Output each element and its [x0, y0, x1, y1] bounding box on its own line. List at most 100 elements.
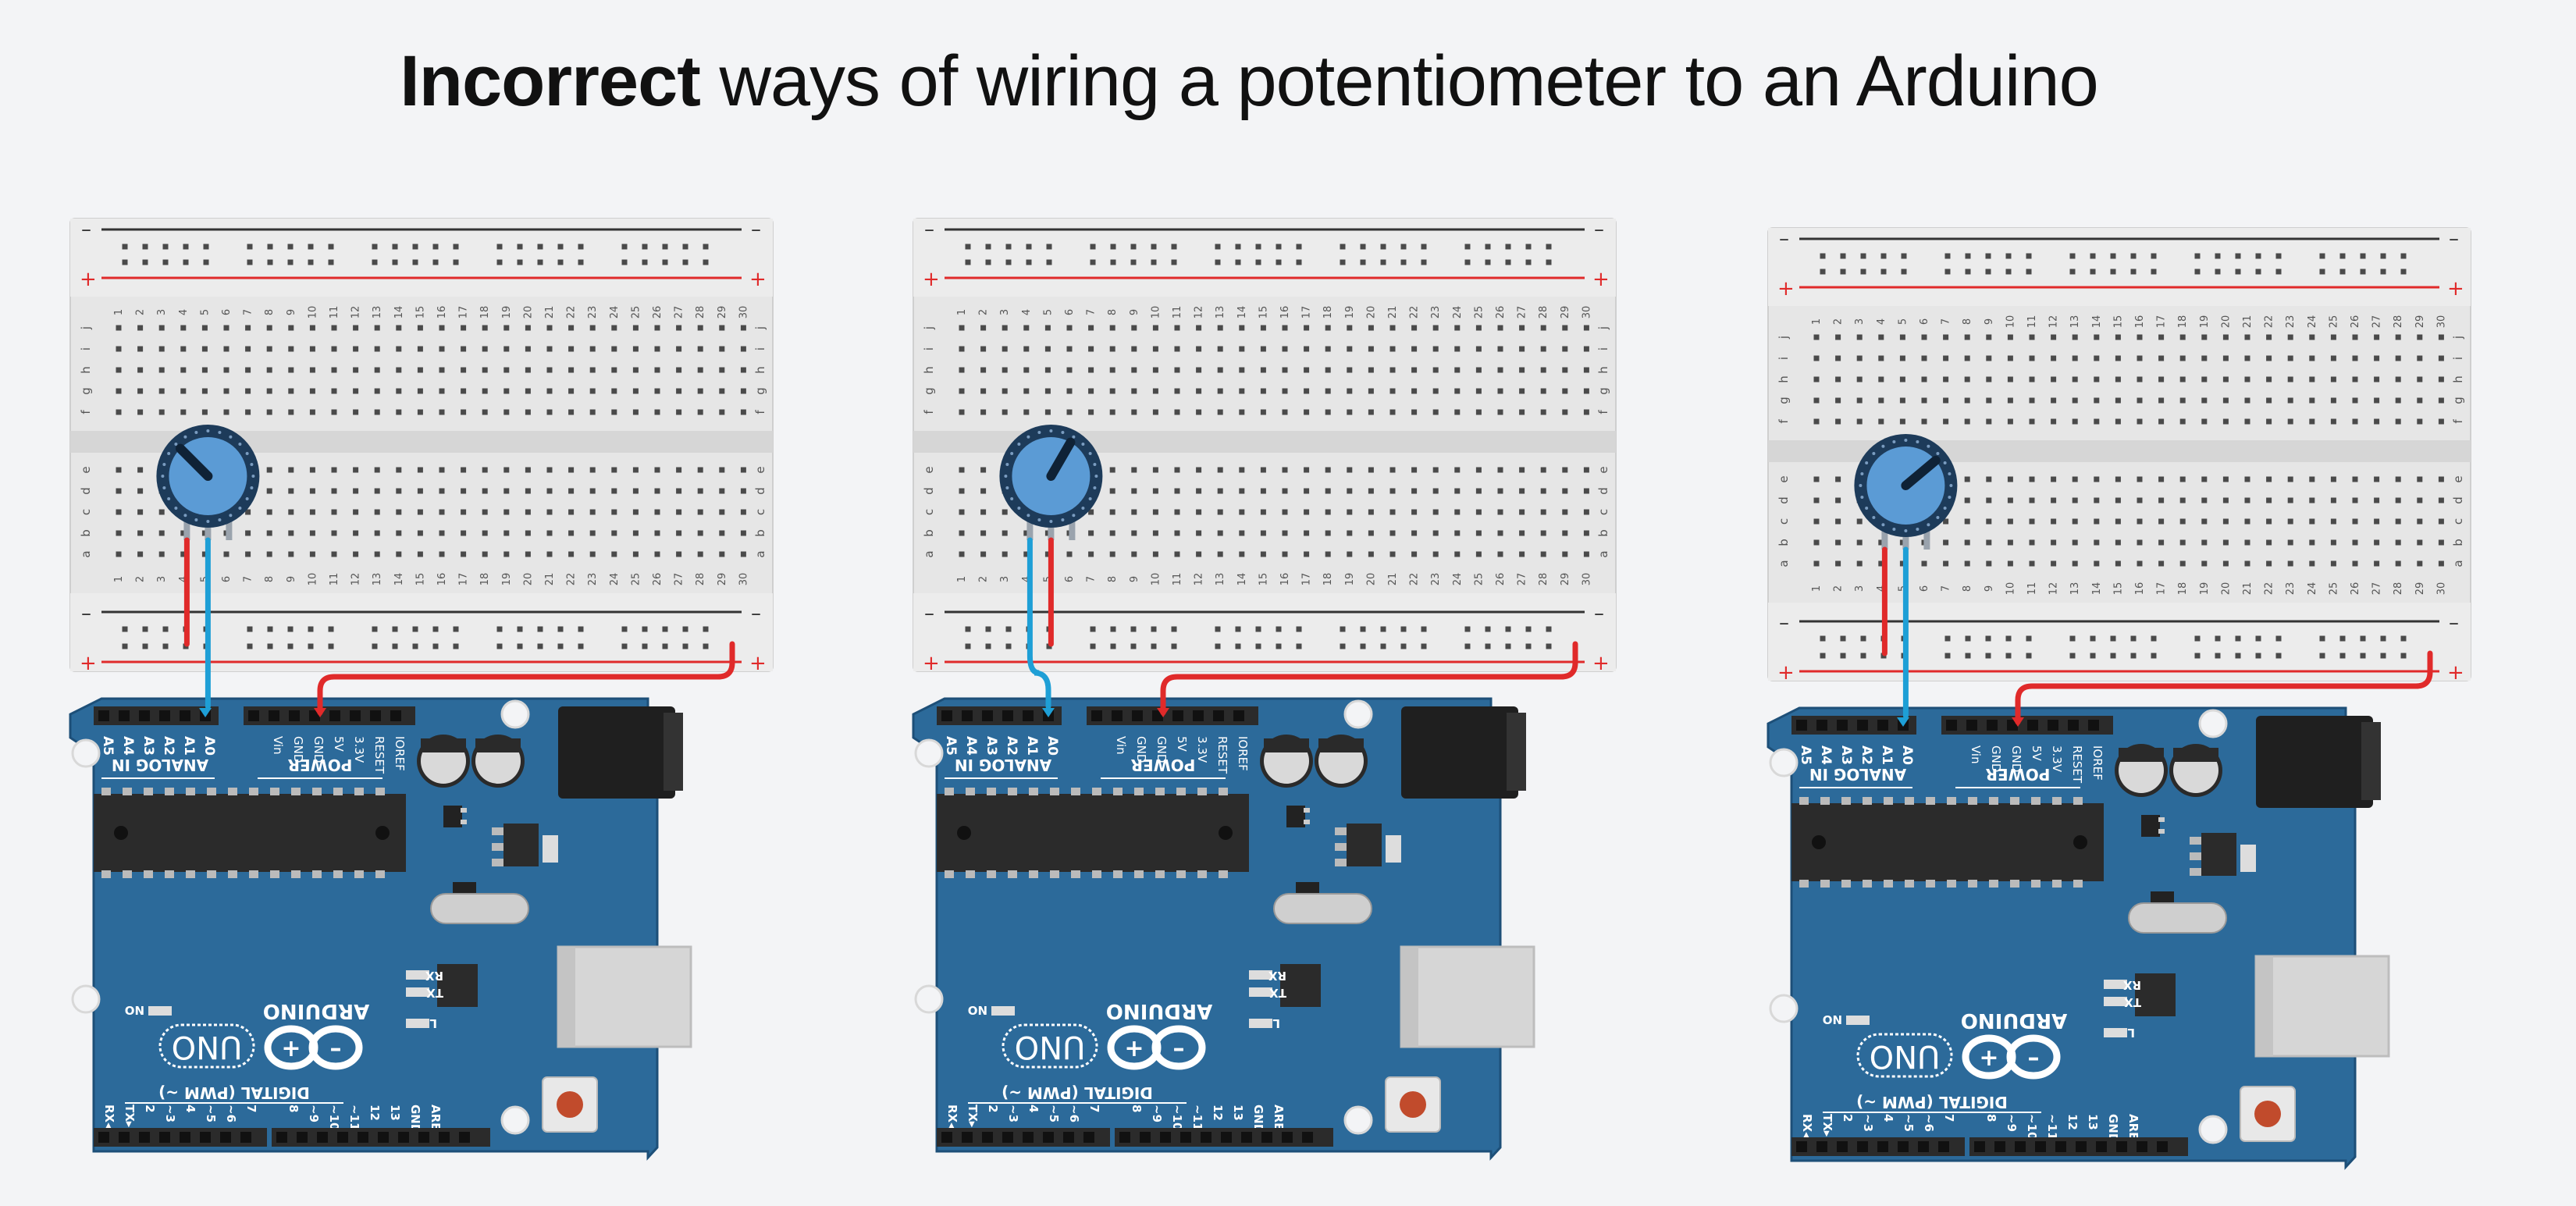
- terminal-hole: [547, 531, 553, 536]
- rail-hole: [123, 644, 128, 649]
- terminal-hole: [1433, 410, 1439, 415]
- terminal-hole: [418, 489, 423, 494]
- terminal-hole: [1857, 540, 1863, 546]
- terminal-hole: [1986, 519, 1991, 525]
- terminal-hole: [245, 531, 251, 536]
- terminal-hole: [1390, 368, 1396, 373]
- terminal-hole: [1943, 398, 1948, 404]
- column-number: 19: [1344, 306, 1356, 319]
- terminal-hole: [525, 368, 531, 373]
- column-number: 7: [243, 309, 254, 315]
- chip-pin: [2031, 880, 2041, 888]
- terminal-hole: [1283, 368, 1288, 373]
- column-number: 24: [609, 306, 621, 319]
- analog-pin-label: A1: [181, 736, 197, 756]
- column-number: 19: [2199, 315, 2211, 329]
- column-number: 16: [1279, 573, 1291, 586]
- analog-pin-label: A2: [1004, 736, 1019, 756]
- chip-pin: [1092, 788, 1101, 795]
- terminal-hole: [2417, 398, 2422, 404]
- rail-hole: [268, 644, 273, 649]
- terminal-hole: [1110, 531, 1115, 536]
- terminal-hole: [1153, 489, 1158, 494]
- terminal-hole: [2245, 377, 2250, 382]
- analog-header-label: ANALOG IN: [112, 756, 208, 774]
- terminal-hole: [353, 510, 358, 515]
- rail-hole: [1841, 269, 1846, 275]
- terminal-hole: [2180, 477, 2186, 482]
- row-letter: j: [753, 326, 767, 330]
- terminal-hole: [1002, 510, 1008, 515]
- rail-hole: [1506, 260, 1511, 265]
- header-socket: [378, 1132, 389, 1143]
- terminal-hole: [2137, 356, 2143, 361]
- rail-hole: [308, 644, 314, 649]
- led-tx-label: TX: [2124, 995, 2141, 1009]
- terminal-hole: [719, 368, 724, 373]
- terminal-hole: [1175, 326, 1180, 331]
- terminal-hole: [2094, 519, 2099, 525]
- terminal-hole: [2288, 419, 2293, 425]
- chip-pin: [966, 788, 975, 795]
- row-letter: j: [1596, 326, 1610, 330]
- terminal-hole: [1857, 519, 1863, 525]
- terminal-hole: [1835, 540, 1841, 546]
- terminal-hole: [2288, 398, 2293, 404]
- row-letter: h: [2451, 375, 2465, 383]
- chip-pin: [1799, 880, 1809, 888]
- terminal-hole: [1088, 552, 1094, 557]
- terminal-hole: [719, 410, 724, 415]
- terminal-hole: [1239, 389, 1244, 394]
- analog-pin-label: A0: [1044, 736, 1060, 756]
- terminal-hole: [741, 347, 746, 352]
- terminal-hole: [1454, 389, 1460, 394]
- column-number: 27: [674, 573, 685, 586]
- rail-plus-label: +: [749, 652, 767, 675]
- terminal-hole: [1175, 389, 1180, 394]
- terminal-hole: [116, 410, 122, 415]
- potentiometer-tick: [1944, 461, 1947, 464]
- terminal-hole: [418, 468, 423, 473]
- rail-hole: [1546, 260, 1552, 265]
- terminal-hole: [2137, 498, 2143, 503]
- terminal-hole: [1986, 356, 1991, 361]
- power-pin-label: RESET: [372, 736, 386, 774]
- terminal-hole: [1562, 410, 1567, 415]
- chip-pin: [1029, 788, 1038, 795]
- rail-hole: [2090, 269, 2096, 275]
- rail-hole: [1861, 653, 1866, 659]
- led-tx-label: TX: [1269, 986, 1286, 1000]
- terminal-hole: [2201, 356, 2207, 361]
- regulator-pin: [2158, 817, 2165, 822]
- terminal-hole: [267, 389, 272, 394]
- column-number: 18: [479, 306, 491, 319]
- terminal-hole: [310, 489, 315, 494]
- terminal-hole: [1433, 489, 1439, 494]
- terminal-hole: [2309, 335, 2314, 340]
- terminal-hole: [959, 389, 965, 394]
- terminal-hole: [1519, 489, 1525, 494]
- terminal-hole: [1541, 552, 1546, 557]
- terminal-hole: [547, 326, 553, 331]
- chip-pin: [2010, 880, 2019, 888]
- terminal-hole: [1943, 335, 1948, 340]
- potentiometer-tick: [1865, 507, 1868, 510]
- terminal-hole: [1584, 368, 1589, 373]
- regulator: [1286, 806, 1305, 827]
- terminal-hole: [2439, 419, 2444, 425]
- terminal-hole: [1131, 368, 1137, 373]
- terminal-hole: [1814, 398, 1820, 404]
- terminal-hole: [2396, 377, 2401, 382]
- crystal: [431, 894, 528, 923]
- digital-pin-label: 13: [388, 1105, 402, 1121]
- header-socket: [1063, 1132, 1074, 1143]
- power-pin-label: IOREF: [393, 736, 407, 771]
- terminal-hole: [1454, 368, 1460, 373]
- terminal-hole: [2030, 540, 2035, 546]
- terminal-hole: [2331, 498, 2336, 503]
- rail-plus-label: +: [923, 652, 940, 675]
- terminal-hole: [375, 489, 380, 494]
- terminal-hole: [2309, 540, 2314, 546]
- rail-hole: [183, 260, 189, 265]
- terminal-hole: [547, 389, 553, 394]
